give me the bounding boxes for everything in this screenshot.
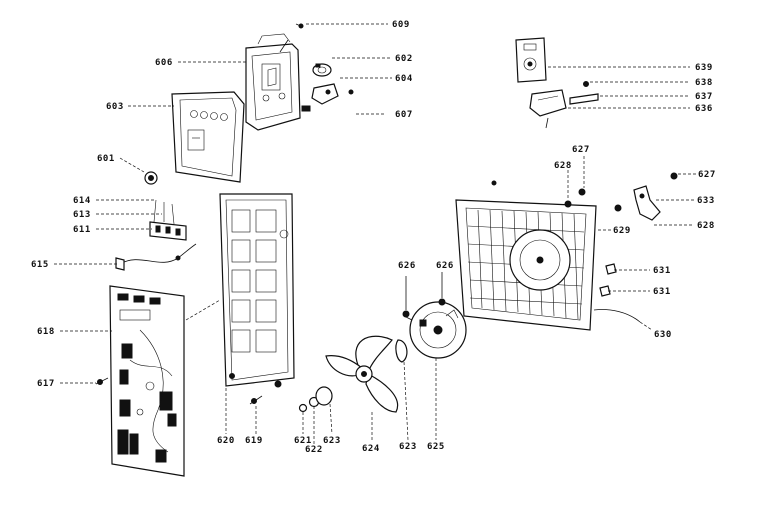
leader-lines (54, 23, 696, 444)
connector-611 (149, 199, 187, 241)
label-627-top: 627 (572, 145, 590, 155)
label-631-top: 631 (653, 266, 671, 276)
label-611: 611 (73, 225, 91, 235)
label-623-right: 623 (399, 442, 417, 452)
label-622: 622 (305, 445, 323, 455)
label-613: 613 (73, 210, 91, 220)
screw-638 (583, 81, 589, 87)
label-602: 602 (395, 54, 413, 64)
label-633: 633 (697, 196, 715, 206)
label-619: 619 (245, 436, 263, 446)
clip-631a (605, 263, 617, 275)
label-617: 617 (37, 379, 55, 389)
plate-639 (515, 37, 547, 83)
label-626-right: 626 (436, 261, 454, 271)
screw-619 (249, 395, 263, 405)
label-621: 621 (294, 436, 312, 446)
fan-blade-624 (325, 335, 399, 413)
label-618: 618 (37, 327, 55, 337)
screw-617 (95, 377, 109, 385)
label-629: 629 (613, 226, 631, 236)
spacer-623b (395, 339, 408, 363)
label-628-right: 628 (697, 221, 715, 231)
motor-625 (403, 301, 467, 359)
part-number-labels: 609 602 606 604 603 607 601 614 613 611 … (31, 20, 716, 455)
panel-603 (171, 91, 245, 183)
label-604: 604 (395, 74, 413, 84)
label-601: 601 (97, 154, 115, 164)
label-623-left: 623 (323, 436, 341, 446)
harness-615 (115, 243, 197, 271)
label-636: 636 (695, 104, 713, 114)
cable-630 (593, 309, 641, 323)
spacer-623a (315, 386, 333, 406)
screw-609 (295, 23, 304, 29)
clip-631b (599, 285, 611, 297)
washer-621 (298, 403, 308, 413)
label-626-left: 626 (398, 261, 416, 271)
switch-602 (312, 63, 332, 77)
label-620: 620 (217, 436, 235, 446)
fuse-637 (569, 93, 599, 105)
label-638: 638 (695, 78, 713, 88)
bracket-633 (633, 172, 678, 221)
control-bracket-606 (245, 33, 301, 131)
holder-636 (529, 89, 567, 129)
screw-626a (402, 276, 410, 318)
label-625: 625 (427, 442, 445, 452)
label-627-right: 627 (698, 170, 716, 180)
switch-604 (301, 83, 354, 112)
chassis-620 (185, 193, 295, 388)
label-606: 606 (155, 58, 173, 68)
screw-626b (438, 272, 446, 306)
fan-grille-629 (455, 180, 622, 331)
knob-601 (144, 171, 158, 185)
label-609: 609 (392, 20, 410, 30)
label-614: 614 (73, 196, 91, 206)
label-624: 624 (362, 444, 380, 454)
label-631-bottom: 631 (653, 287, 671, 297)
label-630: 630 (654, 330, 672, 340)
circuit-board-618 (109, 285, 185, 477)
label-637: 637 (695, 92, 713, 102)
label-603: 603 (106, 102, 124, 112)
label-639: 639 (695, 63, 713, 73)
label-607: 607 (395, 110, 413, 120)
label-628-top: 628 (554, 161, 572, 171)
label-615: 615 (31, 260, 49, 270)
